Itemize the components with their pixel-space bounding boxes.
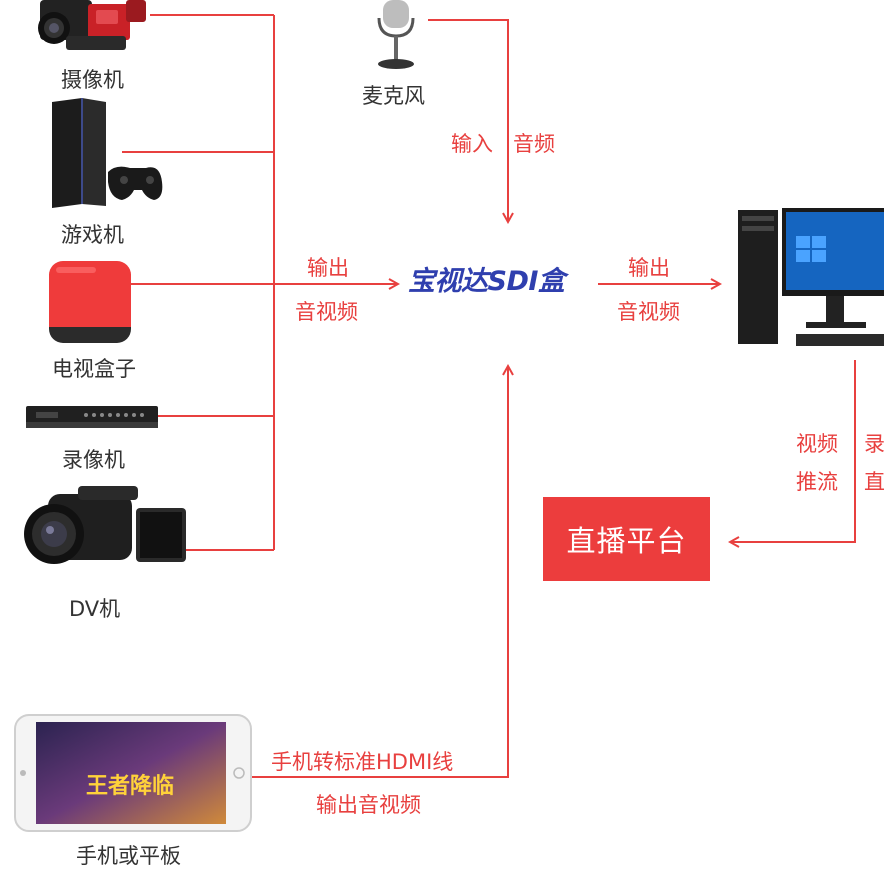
out-left-label-2: 音视频 — [295, 300, 358, 324]
input-audio-label-1: 输入 — [451, 132, 493, 156]
microphone-label: 麦克风 — [362, 84, 425, 108]
arrow-mic-to-hub — [428, 19, 508, 222]
live-platform-box: 直播平台 — [543, 497, 710, 581]
microphone-icon — [377, 0, 415, 69]
phone-icon — [14, 714, 252, 832]
record-label-2: 直 — [864, 470, 884, 494]
dv-camera-icon — [24, 486, 186, 564]
out-left-label-1: 输出 — [307, 256, 349, 280]
game-console-icon — [52, 98, 163, 208]
camcorder-label: 摄像机 — [61, 68, 124, 92]
push-label-1: 视频 — [796, 432, 838, 456]
hub-label: 宝视达SDI盒 — [408, 266, 565, 297]
console-label: 游戏机 — [61, 223, 124, 247]
camcorder-icon — [38, 0, 146, 50]
phone-line-label-1: 手机转标准HDMI线 — [271, 750, 454, 774]
arrow-phone-to-hub — [250, 366, 508, 778]
recorder-label: 录像机 — [62, 448, 125, 472]
input-audio-label-2: 音频 — [513, 132, 555, 156]
phone-screen-title: 王者降临 — [86, 774, 175, 799]
out-right-label-1: 输出 — [628, 256, 670, 280]
out-right-label-2: 音视频 — [617, 300, 680, 324]
recorder-icon — [26, 406, 158, 428]
phone-line-label-2: 输出音视频 — [316, 793, 421, 817]
arrow-pc-to-platform — [730, 360, 856, 542]
push-label-2: 推流 — [796, 470, 838, 494]
record-label-1: 录 — [864, 432, 884, 456]
tv-box-icon — [49, 261, 131, 343]
computer-icon — [738, 208, 884, 346]
tvbox-label: 电视盒子 — [52, 357, 136, 381]
dv-label: DV机 — [69, 597, 121, 621]
phone-label: 手机或平板 — [76, 844, 181, 868]
